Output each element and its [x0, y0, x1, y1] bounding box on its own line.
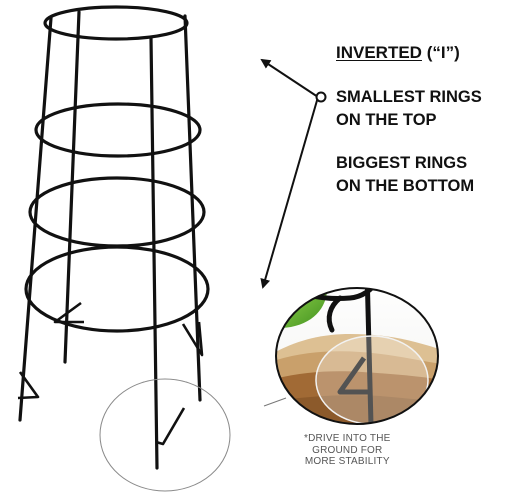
cage-leg-left — [20, 18, 51, 420]
stake-hook-center — [156, 408, 184, 444]
biggest-rings-line-1: BIGGEST RINGS — [336, 152, 474, 175]
cage-legs — [20, 12, 200, 468]
smallest-rings-line-2: ON THE TOP — [336, 109, 482, 132]
cage-rings — [26, 7, 208, 331]
stake-hook-inner — [55, 303, 84, 322]
inset-connector — [264, 398, 286, 406]
biggest-rings-label: BIGGEST RINGS ON THE BOTTOM — [336, 152, 474, 198]
cage-leg-right-inner — [151, 38, 157, 468]
inverted-word: INVERTED — [336, 43, 422, 62]
cage-ring-top — [45, 7, 187, 39]
footnote-line-2: GROUND FOR — [304, 445, 391, 457]
cage-stakes — [18, 303, 202, 444]
footnote-line-1: *DRIVE INTO THE — [304, 433, 391, 445]
stake-highlight-circle — [100, 379, 230, 491]
cage-ring-3 — [30, 178, 204, 246]
cage-ring-2 — [36, 104, 200, 156]
inverted-suffix: (“I”) — [422, 43, 460, 62]
cage-ring-bottom — [26, 247, 208, 331]
inverted-heading: INVERTED (“I”) — [336, 41, 460, 64]
callout-node — [317, 93, 326, 102]
cage-leg-right — [185, 16, 200, 400]
arrow-to-top — [262, 60, 318, 97]
smallest-rings-line-1: SMALLEST RINGS — [336, 86, 482, 109]
smallest-rings-label: SMALLEST RINGS ON THE TOP — [336, 86, 482, 132]
biggest-rings-line-2: ON THE BOTTOM — [336, 175, 474, 198]
arrow-to-detail — [263, 97, 318, 287]
footnote-line-3: MORE STABILITY — [304, 456, 391, 468]
ground-detail-inset — [270, 270, 450, 430]
drive-into-ground-note: *DRIVE INTO THE GROUND FOR MORE STABILIT… — [304, 433, 391, 468]
callout-arrows — [262, 60, 326, 287]
